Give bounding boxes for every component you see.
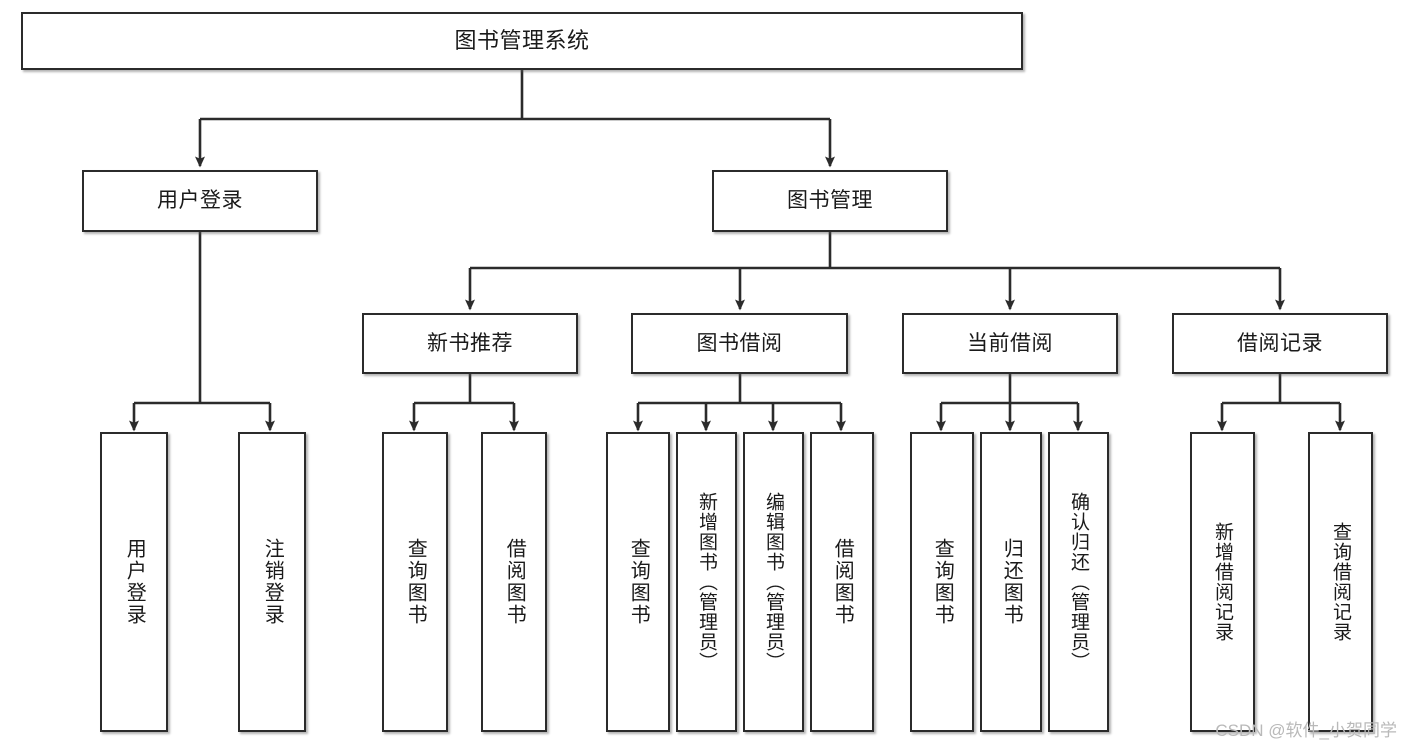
node-current-borrow[interactable]: 当前借阅 <box>902 313 1118 374</box>
node-label: 借阅图书 <box>503 538 526 626</box>
node-label: 新增借阅记录 <box>1212 522 1234 642</box>
node-leaf-user-login[interactable]: 用户登录 <box>100 432 168 732</box>
node-label: 查询借阅记录 <box>1330 522 1352 642</box>
node-label: 图书管理 <box>787 189 873 213</box>
node-label: 编辑图书（管理员） <box>763 492 785 672</box>
node-label: 图书借阅 <box>696 331 783 355</box>
node-leaf-edit-book-admin[interactable]: 编辑图书（管理员） <box>743 432 804 732</box>
node-book-borrow[interactable]: 图书借阅 <box>631 313 848 374</box>
node-label: 新书推荐 <box>427 331 513 355</box>
node-label: 图书管理系统 <box>454 27 590 53</box>
node-leaf-borrow-books[interactable]: 借阅图书 <box>810 432 874 732</box>
node-label: 确认归还（管理员） <box>1068 492 1090 672</box>
node-leaf-query-borrow-record[interactable]: 查询借阅记录 <box>1308 432 1373 732</box>
node-label: 查询图书 <box>404 538 427 626</box>
node-borrow-records[interactable]: 借阅记录 <box>1172 313 1388 374</box>
node-leaf-query-books-current[interactable]: 查询图书 <box>910 432 974 732</box>
node-label: 当前借阅 <box>967 331 1053 355</box>
node-root-book-management-system[interactable]: 图书管理系统 <box>21 12 1023 70</box>
node-label: 用户登录 <box>123 538 146 626</box>
node-label: 用户登录 <box>157 189 243 213</box>
node-leaf-return-books[interactable]: 归还图书 <box>980 432 1042 732</box>
node-leaf-borrow-books-recommend[interactable]: 借阅图书 <box>481 432 547 732</box>
node-leaf-user-logout[interactable]: 注销登录 <box>238 432 306 732</box>
node-leaf-add-book-admin[interactable]: 新增图书（管理员） <box>676 432 737 732</box>
node-label: 新增图书（管理员） <box>696 492 718 672</box>
node-label: 查询图书 <box>931 538 954 626</box>
node-label: 借阅图书 <box>831 538 854 626</box>
node-leaf-confirm-return-admin[interactable]: 确认归还（管理员） <box>1048 432 1109 732</box>
node-user-login[interactable]: 用户登录 <box>82 170 318 232</box>
node-leaf-query-books-recommend[interactable]: 查询图书 <box>382 432 448 732</box>
node-book-management[interactable]: 图书管理 <box>712 170 948 232</box>
node-new-book-recommend[interactable]: 新书推荐 <box>362 313 578 374</box>
node-leaf-add-borrow-record[interactable]: 新增借阅记录 <box>1190 432 1255 732</box>
node-label: 归还图书 <box>1000 538 1023 626</box>
node-leaf-query-books-borrow[interactable]: 查询图书 <box>606 432 670 732</box>
node-label: 注销登录 <box>261 538 284 626</box>
watermark-text: CSDN @软件_小贺同学 <box>1215 721 1397 740</box>
node-label: 借阅记录 <box>1237 331 1323 355</box>
node-label: 查询图书 <box>627 538 650 626</box>
